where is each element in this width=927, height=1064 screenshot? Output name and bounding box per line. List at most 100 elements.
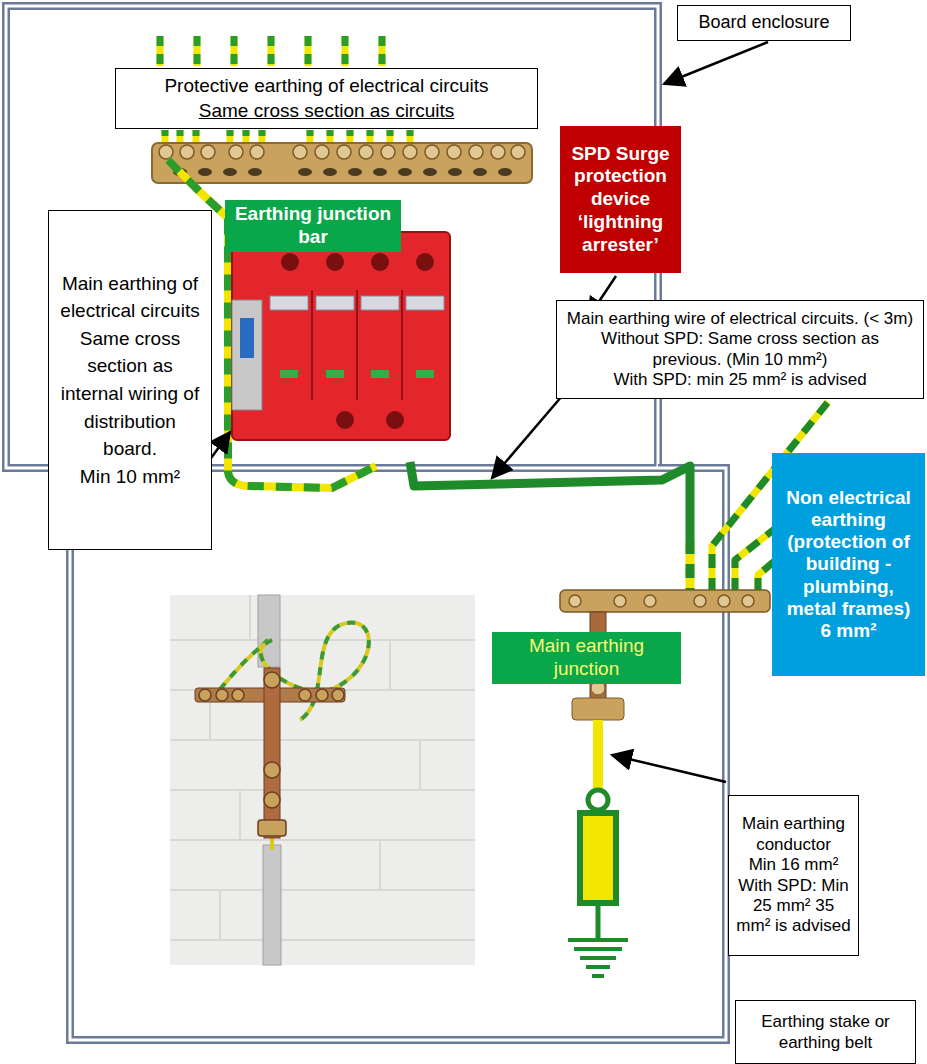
spd-device <box>406 296 444 310</box>
lower-frame <box>70 468 726 1040</box>
earthing-bar <box>315 145 329 159</box>
circuit-wires <box>160 36 382 66</box>
earthing-stake <box>588 790 608 810</box>
spd-device <box>232 300 262 410</box>
junction-photo <box>379 840 381 890</box>
node-text: Protective earthing of electrical circui… <box>164 74 488 99</box>
spd-device <box>280 370 298 378</box>
node-text: 6 mm² <box>821 620 877 642</box>
spd-device <box>281 253 434 429</box>
main-junction <box>718 595 730 607</box>
spd-earth-wire <box>410 462 690 540</box>
junction-photo <box>264 672 280 688</box>
spd-device <box>270 296 308 310</box>
main-junction <box>614 595 626 607</box>
node-text: Min 16 mm² <box>749 855 839 875</box>
earthing-stake <box>568 938 628 942</box>
spd-device <box>240 318 254 358</box>
spd-device <box>312 290 402 400</box>
lower-frame <box>70 468 726 1040</box>
node-text: Same cross section as circuits <box>199 99 455 124</box>
earthing-stake <box>593 720 603 790</box>
junction-photo <box>264 762 280 778</box>
node-text: Same cross section as internal wiring of… <box>57 325 203 463</box>
earthing-stake <box>568 940 628 976</box>
earthing-bar <box>159 145 173 159</box>
circuit-wires <box>160 36 382 66</box>
junction-photo <box>389 640 391 690</box>
main-junction <box>572 698 624 720</box>
earthing-stake <box>592 974 604 978</box>
spd-device <box>401 290 403 400</box>
junction-photo <box>316 689 328 701</box>
junction-photo <box>170 889 475 891</box>
earthing-stake <box>568 720 628 976</box>
junction-photo <box>170 595 475 965</box>
earthing-bar <box>491 145 505 159</box>
spd-device <box>386 411 404 429</box>
node-text: Board enclosure <box>698 12 829 34</box>
junction-photo <box>199 689 211 701</box>
leader-arrows <box>492 396 562 478</box>
earthing-bar <box>152 143 532 183</box>
earthing-bar <box>159 145 525 159</box>
callout-box: Main earthing wire of electrical circuit… <box>556 300 924 399</box>
earthing-bar <box>373 168 387 176</box>
junction-photo <box>419 740 421 790</box>
junction-photo <box>264 792 280 808</box>
lower-frame <box>70 468 726 1040</box>
earthing-bar <box>381 145 395 159</box>
junction-photo <box>170 739 475 741</box>
junction-photo <box>170 939 475 941</box>
earthing-stake <box>580 813 616 903</box>
spd-device <box>270 296 444 310</box>
junction-photo <box>239 790 241 840</box>
node-text: Main earthing wire of electrical circuit… <box>567 309 913 329</box>
main-junction <box>694 595 706 607</box>
callout-box: Main earthing conductorMin 16 mm²With SP… <box>728 795 859 956</box>
earthing-bar <box>248 168 262 176</box>
earthing-bar <box>469 145 483 159</box>
earthing-stake <box>580 956 616 960</box>
spd-device <box>361 296 399 310</box>
earthing-bar <box>403 145 417 159</box>
earthing-bar <box>180 145 194 159</box>
main-junction <box>560 590 770 612</box>
junction-photo <box>264 668 280 838</box>
callout-box: Earthing stake or earthing belt <box>735 1000 916 1064</box>
earthing-bar <box>511 145 525 159</box>
spd-device <box>371 370 389 378</box>
junction-photo <box>219 890 221 940</box>
spd-device <box>316 296 354 310</box>
spd-device <box>336 411 354 429</box>
earthing-bar <box>250 145 264 159</box>
earthing-bar <box>359 145 373 159</box>
spd-device <box>281 253 299 271</box>
junction-photo <box>170 595 475 940</box>
earthing-bar <box>498 168 512 176</box>
junction-photo <box>215 623 369 850</box>
node-text: Non electrical earthing (protection of b… <box>778 487 919 620</box>
junction-photo <box>299 689 311 701</box>
spd-device <box>371 253 389 271</box>
earthing-bar <box>323 168 337 176</box>
earthing-bar <box>229 145 243 159</box>
junction-photo <box>215 640 272 695</box>
spd-device <box>232 232 450 440</box>
junction-photo <box>232 689 244 701</box>
earthing-bar <box>173 168 512 176</box>
node-text: Main earthing conductor <box>735 814 852 855</box>
earthing-bar <box>448 168 462 176</box>
spd-device <box>280 370 434 378</box>
junction-photo <box>199 672 344 836</box>
earthing-bar <box>447 145 461 159</box>
junction-photo <box>170 639 475 641</box>
node-text: Without SPD: Same cross section as previ… <box>565 329 915 370</box>
leader-arrows <box>206 42 768 782</box>
main-junction <box>569 595 581 607</box>
node-text: Main earthing junction <box>498 635 675 681</box>
callout-box: Main earthing of electrical circuitsSame… <box>48 210 212 550</box>
earthing-bar <box>223 168 237 176</box>
node-text: Main earthing of electrical circuits <box>57 270 203 325</box>
spd-device <box>416 370 434 378</box>
